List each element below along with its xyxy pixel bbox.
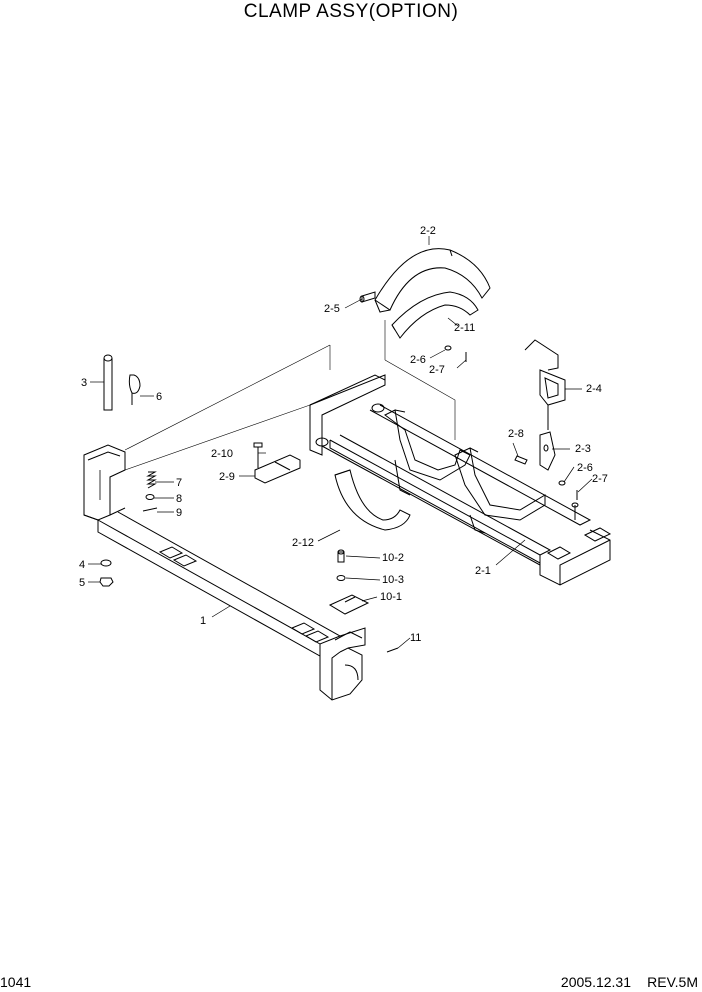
callout-2-4: 2-4 bbox=[586, 383, 602, 395]
callout-10-1: 10-1 bbox=[380, 591, 402, 603]
callout-9: 9 bbox=[176, 507, 182, 519]
washer-and-nut-parts bbox=[99, 559, 114, 587]
callout-11: 11 bbox=[410, 632, 421, 644]
revision-code: REV.5M bbox=[647, 974, 698, 990]
callout-2-9: 2-9 bbox=[219, 471, 235, 483]
callout-2-7-upper: 2-7 bbox=[429, 364, 445, 376]
mounting-bracket-part bbox=[253, 442, 301, 484]
callout-2-1: 2-1 bbox=[475, 565, 491, 577]
pin-part bbox=[359, 291, 376, 303]
clip-assembly-parts bbox=[328, 549, 370, 615]
revision-date: 2005.12.31 bbox=[560, 974, 631, 990]
callout-2-6-lower: 2-6 bbox=[577, 462, 593, 474]
callout-6: 6 bbox=[156, 391, 162, 403]
callout-4: 4 bbox=[79, 559, 85, 571]
leader-lines bbox=[88, 236, 593, 649]
lower-pad-part bbox=[334, 469, 411, 531]
callout-2-3: 2-3 bbox=[575, 443, 591, 455]
base-bar-part bbox=[83, 444, 366, 701]
latch-handle-part bbox=[524, 339, 566, 430]
page-title: CLAMP ASSY(OPTION) bbox=[243, 1, 459, 22]
callout-2-10: 2-10 bbox=[211, 448, 233, 460]
page-number: 1041 bbox=[0, 974, 32, 990]
band-pad-part bbox=[391, 291, 479, 339]
washer-and-pin-parts bbox=[444, 345, 578, 500]
upper-band-part bbox=[374, 248, 491, 313]
callout-2-12: 2-12 bbox=[292, 537, 314, 549]
callout-1: 1 bbox=[200, 615, 206, 627]
callout-10-3: 10-3 bbox=[382, 574, 404, 586]
lock-pin-part bbox=[128, 374, 141, 405]
latch-bolt-part bbox=[514, 455, 528, 465]
spring-washer-pin-parts bbox=[142, 471, 158, 512]
small-pin-part bbox=[386, 647, 399, 653]
clamp-frame-part bbox=[309, 374, 612, 586]
long-bolt-part bbox=[103, 354, 113, 411]
callout-8: 8 bbox=[176, 493, 182, 505]
callout-2-2: 2-2 bbox=[420, 225, 436, 237]
callout-5: 5 bbox=[79, 577, 85, 589]
callout-2-8: 2-8 bbox=[508, 428, 524, 440]
callout-2-7-lower: 2-7 bbox=[592, 473, 608, 485]
callout-7: 7 bbox=[176, 477, 182, 489]
callout-10-2: 10-2 bbox=[382, 552, 404, 564]
assembly-guide-lines bbox=[124, 320, 456, 471]
latch-hook-part bbox=[539, 431, 556, 471]
callout-3: 3 bbox=[81, 377, 87, 389]
callout-2-11: 2-11 bbox=[454, 322, 475, 334]
callout-2-6-upper: 2-6 bbox=[410, 354, 426, 366]
callout-labels: 1 2-1 2-2 2-3 2-4 2-5 2-6 2-6 2-7 2-7 2-… bbox=[79, 225, 608, 644]
callout-2-5: 2-5 bbox=[324, 303, 340, 315]
